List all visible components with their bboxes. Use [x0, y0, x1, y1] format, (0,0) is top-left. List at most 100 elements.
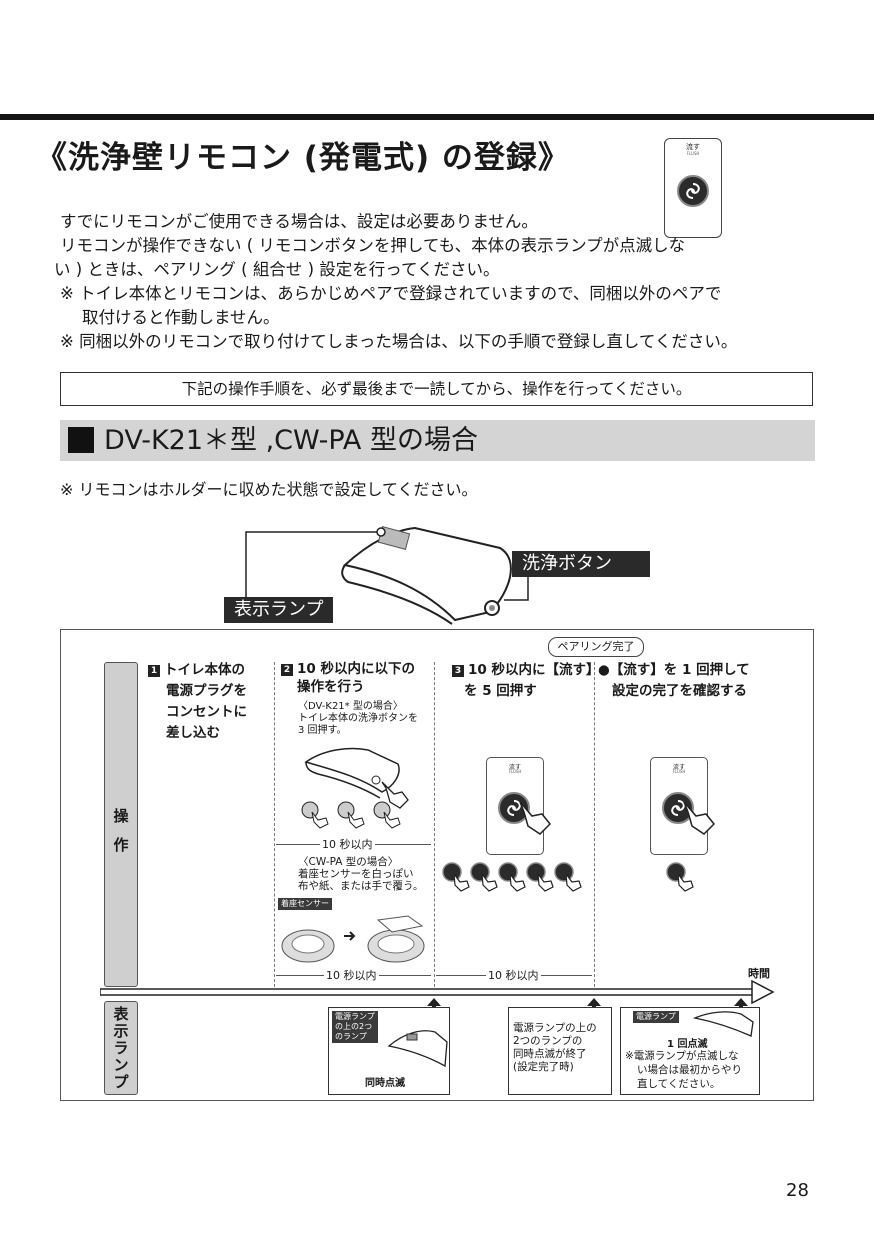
intro-line: 取付けると作動しません。 [82, 308, 280, 327]
notice-box: 下記の操作手順を、必ず最後まで一読してから、操作を行ってください。 [60, 372, 813, 406]
section-square-icon [68, 427, 94, 453]
holder-note: ※ リモコンはホルダーに収めた状態で設定してください。 [60, 480, 478, 499]
step-4: ●【流す】を 1 回押して 設定の完了を確認する [598, 660, 750, 702]
step-text: 10 秒以内に【流す】 [468, 662, 600, 678]
step-number: 3 [452, 665, 464, 677]
lamp-note: ※電源ランプが点滅しな い場合は最初からやり 直してください。 [625, 1049, 742, 1091]
lamp-text-line: (設定完了時) [513, 1061, 574, 1073]
measure-label: 10 秒以内 [324, 967, 379, 983]
remote-sublabel: FLUSH [672, 769, 686, 774]
step-3: 3 10 秒以内に【流す】 を 5 回押す [452, 660, 600, 702]
remote-label: 流す [686, 143, 700, 151]
sidebar-char: 作 [113, 836, 129, 854]
note-line: 着座センサーを白っぽい [298, 868, 414, 880]
lamp-box-single: 電源ランプ 1 回点滅 ※電源ランプが点滅しな い場合は最初からやり 直してくだ… [620, 1007, 760, 1095]
hand-press-icon [519, 801, 552, 835]
step-number: 1 [148, 665, 160, 677]
step-2: 2 10 秒以内に以下の 操作を行う [281, 660, 415, 696]
step-text: 10 秒以内に以下の [297, 661, 415, 677]
column-divider [434, 662, 435, 987]
tag-line: 電源ランプ [335, 1012, 375, 1021]
tank-lamp-illustration [692, 1011, 754, 1037]
remote-step-4: 流す FLUSH [650, 757, 708, 855]
intro-line: ※ 同梱以外のリモコンで取り付けてしまった場合は、以下の手順で登録し直してくださ… [60, 332, 738, 351]
remote-step-3: 流す FLUSH [486, 757, 544, 855]
remote-sublabel: FLUSH [686, 151, 700, 156]
note-line: 布や紙、または手で覆う。 [298, 880, 424, 892]
step-text: 設定の完了を確認する [612, 683, 747, 699]
lamp-text-line: 2つのランプの [513, 1035, 583, 1047]
remote-label: 流す [508, 764, 521, 771]
column-divider [594, 662, 595, 987]
note-line: 3 回押す。 [298, 725, 347, 736]
intro-line: リモコンが操作できない ( リモコンボタンを押しても、本体の表示ランプが点滅しな [60, 236, 686, 255]
sidebar-char: 示 [113, 1022, 129, 1040]
sidebar-char: プ [113, 1073, 129, 1091]
remote-label: 流す [672, 764, 685, 771]
remote-illustration: 流す FLUSH [664, 138, 722, 238]
lamp-tag: 電源ランプ [633, 1011, 679, 1023]
lamp-text-line: 電源ランプの上の [513, 1022, 597, 1034]
lamp-sidebar: 表 示 ラ ン プ [104, 1001, 138, 1095]
step-bullet: ● [598, 662, 610, 678]
lamp-box-ended: 電源ランプの上の 2つのランプの 同時点滅が終了 (設定完了時) [508, 1007, 612, 1095]
intro-line: い ) ときは、ペアリング ( 組合せ ) 設定を行ってください。 [54, 260, 500, 279]
flush-button-icon [677, 175, 709, 207]
pairing-complete-label: ペアリング完了 [548, 637, 644, 657]
step-2-cwpa-note: 〈CW-PA 型の場合〉 着座センサーを白っぽい 布や紙、または手で覆う。 [298, 856, 423, 892]
procedure-diagram [60, 629, 814, 1101]
lamp-text-line: い場合は最初からやり [637, 1064, 742, 1076]
sidebar-char: ラ [113, 1039, 129, 1057]
lamp-caption: 同時点滅 [365, 1078, 405, 1089]
flush-button-icon [662, 792, 694, 824]
step-text: 電源プラグを [166, 683, 247, 699]
seat-sensor-illustration [281, 915, 425, 963]
tank-press-illustration [301, 747, 409, 829]
flush-button-callout: 洗浄ボタン [512, 551, 650, 577]
step-text: を 5 回押す [464, 683, 537, 699]
lamp-text-line: 直してください。 [637, 1078, 721, 1090]
sidebar-char: 表 [113, 1005, 129, 1023]
step-text: 【流す】を 1 回押して [609, 662, 750, 678]
note-line: 〈DV-K21* 型の場合〉 [298, 701, 403, 712]
step-text: コンセントに [166, 704, 247, 720]
measure-label: 10 秒以内 [486, 967, 541, 983]
section-title: DV-K21＊型 ,CW-PA 型の場合 [104, 425, 478, 456]
step-1: 1 トイレ本体の 電源プラグを コンセントに 差し込む [148, 660, 247, 744]
lamp-text-line: 同時点滅が終了 [513, 1048, 587, 1060]
lamp-box-simultaneous: 電源ランプ の上の2つ のランプ 同時点滅 [328, 1007, 450, 1095]
hand-press-icon [683, 801, 716, 835]
intro-line: すでにリモコンがご使用できる場合は、設定は必要ありません。 [60, 212, 538, 231]
page-title: 《洗浄壁リモコン (発電式) の登録》 [36, 140, 570, 176]
sidebar-char: 操 [113, 807, 129, 825]
timeline-arrow [100, 980, 775, 1004]
column-divider [274, 662, 275, 987]
single-press-icon [666, 862, 694, 892]
lamp-callout: 表示ランプ [224, 597, 334, 623]
step-text: トイレ本体の [164, 662, 245, 678]
lamp-tag: 電源ランプ の上の2つ のランプ [332, 1011, 378, 1043]
note-line: トイレ本体の洗浄ボタンを [298, 713, 418, 724]
intro-text: すでにリモコンがご使用できる場合は、設定は必要ありません。 リモコンが操作できな… [54, 210, 820, 354]
header-rule [0, 114, 874, 120]
lamp-caption: 1 回点滅 [667, 1039, 708, 1050]
intro-line: ※ トイレ本体とリモコンは、あらかじめペアで登録されていますので、同梱以外のペア… [60, 284, 722, 303]
step-text: 差し込む [166, 725, 220, 741]
section-header: DV-K21＊型 ,CW-PA 型の場合 [60, 420, 815, 461]
sidebar-char: ン [113, 1056, 129, 1074]
time-label: 時間 [748, 967, 770, 980]
tag-line: のランプ [335, 1032, 367, 1041]
sensor-tag: 着座センサー [278, 898, 332, 910]
toilet-tank-illustration [245, 526, 529, 625]
five-press-icons [442, 862, 582, 892]
tank-lamp-illustration [387, 1030, 448, 1068]
note-line: 〈CW-PA 型の場合〉 [298, 856, 399, 868]
operation-sidebar: 操 作 [104, 662, 138, 987]
lamp-text-line: ※電源ランプが点滅しな [625, 1050, 739, 1062]
remote-sublabel: FLUSH [508, 769, 522, 774]
page-number: 28 [786, 1180, 809, 1201]
step-text: 操作を行う [297, 679, 365, 695]
measure-label: 10 秒以内 [320, 836, 375, 852]
step-number: 2 [281, 664, 293, 676]
flush-button-icon [498, 792, 530, 824]
